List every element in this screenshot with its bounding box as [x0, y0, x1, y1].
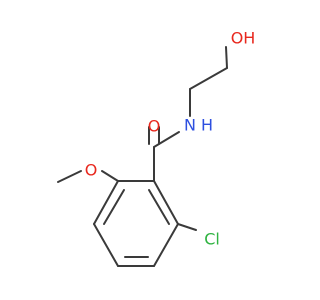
ring-bond-3: [93, 223, 119, 267]
atom-labels: OH O N H O Cl: [85, 29, 256, 249]
chlorine-label: Cl: [204, 230, 220, 249]
bond-ring-cl: [177, 223, 197, 231]
amide-oxygen-label: O: [148, 117, 161, 136]
bond-methoxy-o-c: [57, 170, 82, 183]
bond-oh-c: [225, 46, 228, 69]
ring-bond-6: [153, 180, 179, 225]
methoxy-oxygen-label: O: [85, 161, 98, 180]
hydroxyl-oxygen-label: OH: [231, 29, 256, 48]
chemical-structure-diagram: OH O N H O Cl: [57, 29, 256, 267]
ring-inner-bond-1: [103, 189, 125, 225]
amide-hydrogen-label: H: [201, 116, 213, 135]
bond-ring-methoxy-o: [101, 170, 119, 182]
bonds: [57, 46, 228, 267]
ring-inner-bond-3: [148, 189, 170, 225]
bond-chain-cc: [189, 67, 228, 90]
ring-bond-2: [93, 180, 119, 225]
ring-bond-5: [153, 223, 179, 267]
amide-nitrogen-label: N: [184, 116, 196, 135]
